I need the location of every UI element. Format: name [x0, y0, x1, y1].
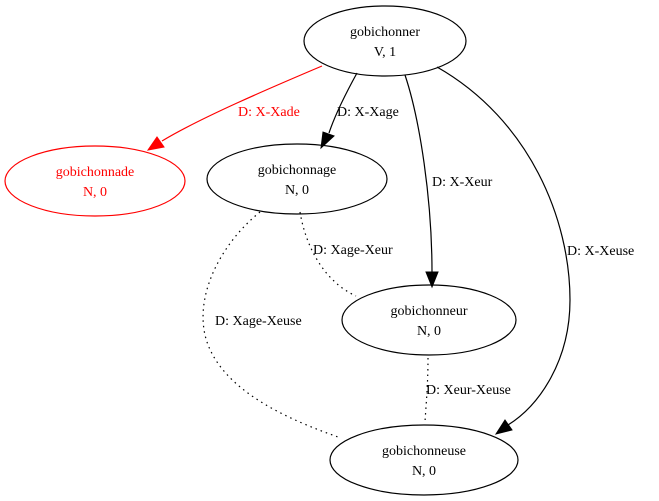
- edge-x-xade-arrowhead: [146, 136, 165, 151]
- edge-xage-xeuse-label: D: Xage-Xeuse: [215, 314, 302, 329]
- edge-xage-xeur: D: Xage-Xeur: [299, 211, 393, 297]
- edge-x-xeur-label: D: X-Xeur: [432, 175, 493, 190]
- node-gobichonneuse: gobichonneuse N, 0: [329, 424, 519, 496]
- node-gobichonner-ellipse: [303, 5, 467, 77]
- node-gobichonnade-ellipse: [4, 145, 186, 217]
- node-gobichonnade-name: gobichonnade: [56, 165, 135, 180]
- edge-xage-xeur-label: D: Xage-Xeur: [313, 243, 393, 258]
- edge-x-xeuse: D: X-Xeuse: [436, 66, 634, 435]
- edge-x-xage-arrowhead: [320, 131, 335, 150]
- node-gobichonnage: gobichonnage N, 0: [206, 143, 388, 215]
- edge-x-xeuse-line: [436, 66, 571, 426]
- node-gobichonnage-ellipse: [206, 143, 388, 215]
- edge-x-xade-line: [161, 65, 323, 142]
- node-gobichonnade-info: N, 0: [83, 185, 107, 200]
- edge-x-xage: D: X-Xage: [320, 72, 399, 150]
- node-gobichonneur-ellipse: [341, 284, 517, 356]
- edge-xage-xeur-line: [299, 211, 357, 297]
- node-gobichonneuse-ellipse: [329, 424, 519, 496]
- node-gobichonneur-info: N, 0: [417, 324, 441, 339]
- node-gobichonneuse-name: gobichonneuse: [382, 444, 466, 459]
- edge-x-xage-label: D: X-Xage: [337, 105, 399, 120]
- edge-x-xeur-line: [404, 74, 433, 273]
- edge-x-xade: D: X-Xade: [146, 65, 323, 151]
- edge-x-xeur: D: X-Xeur: [404, 74, 493, 289]
- node-gobichonnage-name: gobichonnage: [258, 163, 337, 178]
- edge-xage-xeuse: D: Xage-Xeuse: [202, 211, 339, 438]
- node-gobichonneuse-info: N, 0: [412, 464, 436, 479]
- node-gobichonnage-info: N, 0: [285, 183, 309, 198]
- node-gobichonneur: gobichonneur N, 0: [341, 284, 517, 356]
- node-gobichonner: gobichonner V, 1: [303, 5, 467, 77]
- edge-x-xade-label: D: X-Xade: [238, 105, 300, 120]
- edge-x-xage-line: [328, 72, 358, 134]
- edge-xage-xeuse-line: [202, 211, 339, 438]
- node-gobichonnade: gobichonnade N, 0: [4, 145, 186, 217]
- edge-xeur-xeuse-label: D: Xeur-Xeuse: [426, 383, 511, 398]
- edge-x-xeuse-label: D: X-Xeuse: [567, 244, 634, 259]
- node-gobichonner-name: gobichonner: [350, 25, 420, 40]
- node-gobichonner-info: V, 1: [374, 45, 396, 60]
- edge-xeur-xeuse: D: Xeur-Xeuse: [424, 357, 511, 423]
- edge-x-xeuse-arrowhead: [494, 419, 513, 435]
- edge-x-xeur-arrowhead: [425, 271, 439, 289]
- node-gobichonneur-name: gobichonneur: [391, 304, 468, 319]
